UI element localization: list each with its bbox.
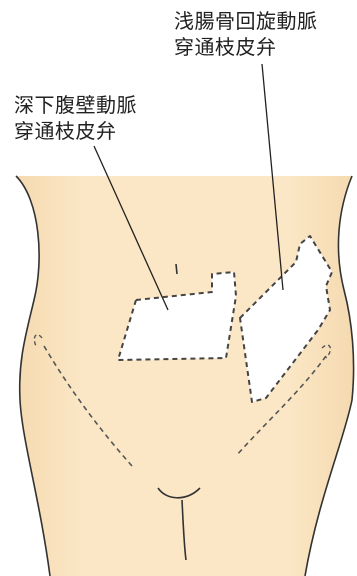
scip-flap-label: 浅腸骨回旋動脈 穿通枝皮弁 — [174, 8, 318, 60]
diep-flap-label-line1: 深下腹壁動脈 — [14, 92, 137, 118]
diep-flap-label: 深下腹壁動脈 穿通枝皮弁 — [14, 92, 137, 144]
scip-flap-label-line2: 穿通枝皮弁 — [174, 34, 318, 60]
torso-skin — [16, 176, 354, 576]
scip-flap-label-line1: 浅腸骨回旋動脈 — [174, 8, 318, 34]
diep-flap-label-line2: 穿通枝皮弁 — [14, 118, 137, 144]
umbilicus-mark — [176, 264, 177, 274]
